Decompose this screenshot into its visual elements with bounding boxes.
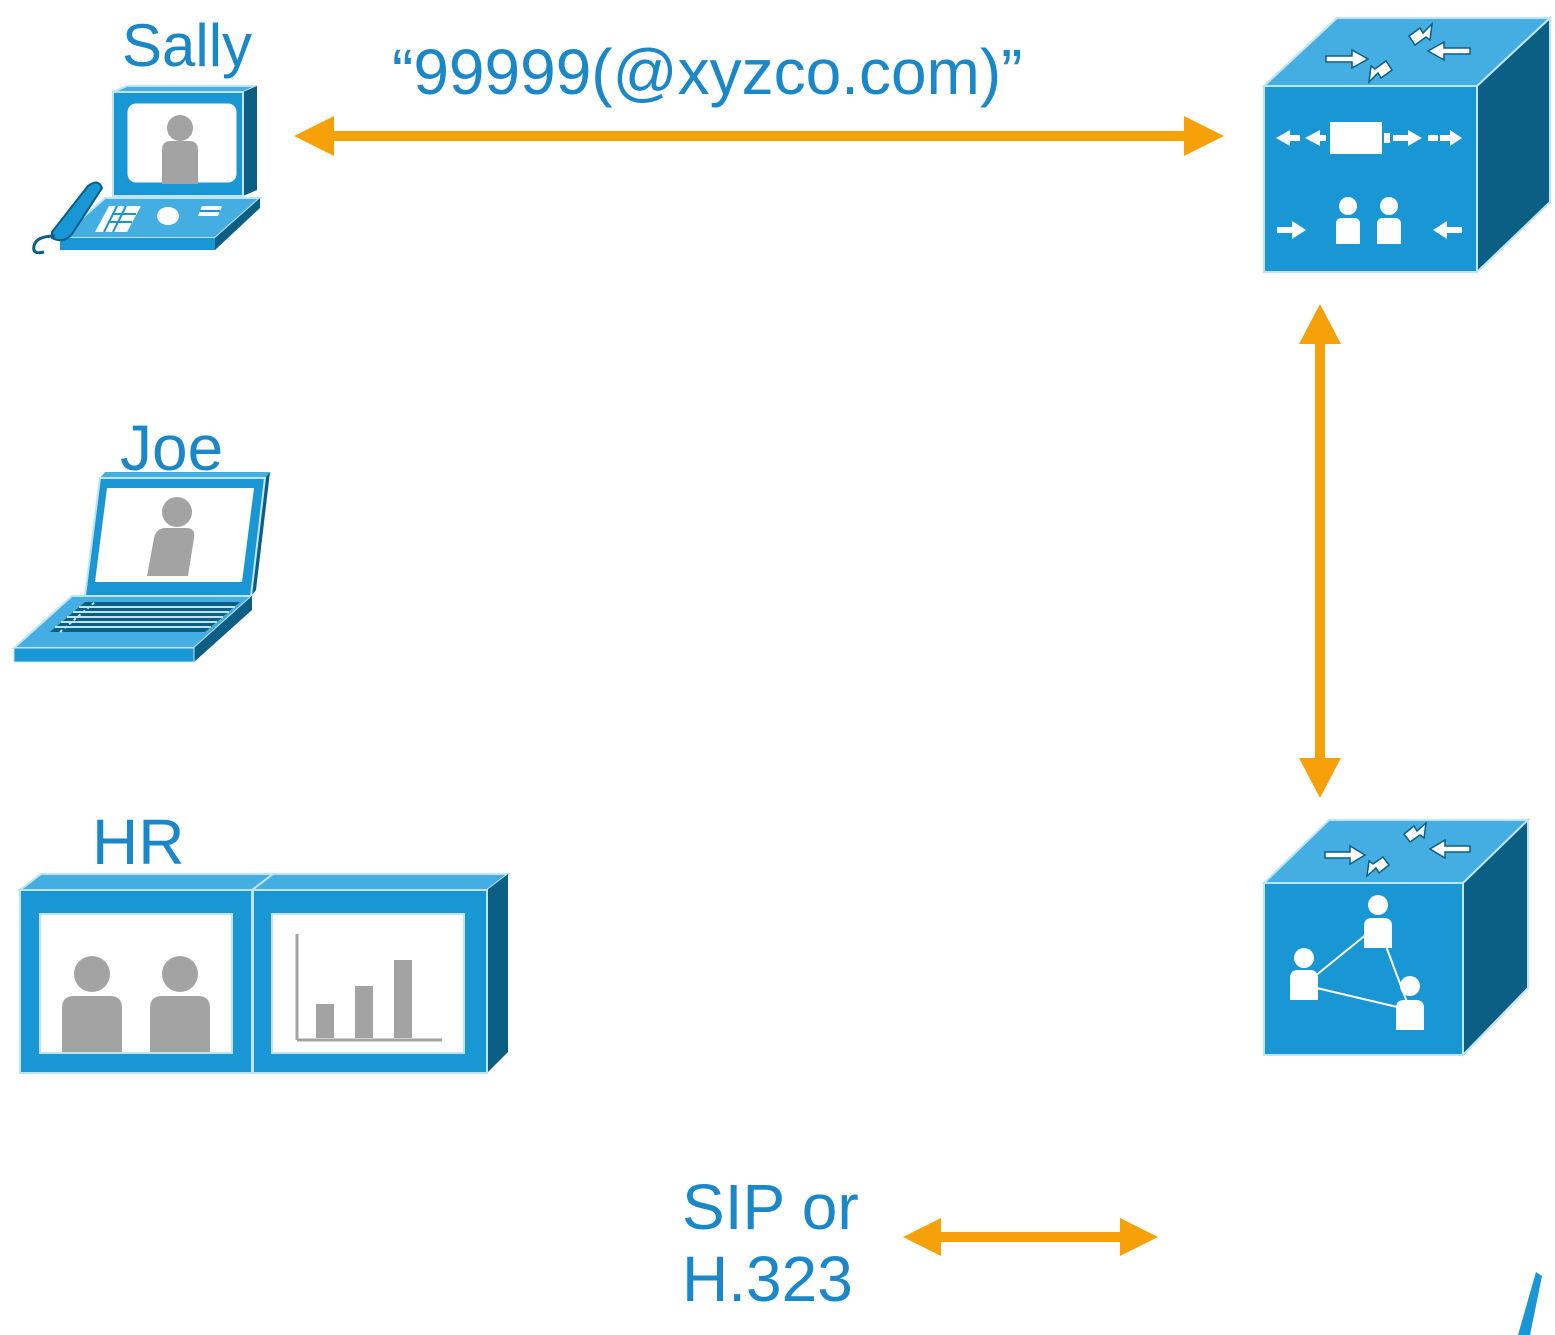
legend-double-arrow	[903, 1218, 1158, 1256]
call-control-cube-icon	[1261, 15, 1553, 275]
label-dial-string: “99999(@xyzco.com)”	[392, 36, 1023, 108]
label-protocol-line2: H.323	[682, 1242, 853, 1315]
label-sally: Sally	[122, 12, 253, 79]
laptop-video-icon	[11, 472, 270, 663]
label-hr: HR	[92, 806, 185, 878]
telepresence-room-icon	[17, 873, 511, 1074]
conference-bridge-cube-icon	[1261, 817, 1531, 1058]
arrow-sally-to-call-control	[294, 116, 1224, 156]
video-phone-icon	[32, 85, 263, 255]
label-protocol-line1: SIP or	[682, 1171, 859, 1243]
arrow-call-control-to-bridge	[1299, 304, 1341, 798]
label-protocol: SIP or H.323	[682, 1171, 859, 1315]
label-joe: Joe	[120, 412, 224, 484]
corner-logo-fragment	[1518, 1272, 1542, 1335]
